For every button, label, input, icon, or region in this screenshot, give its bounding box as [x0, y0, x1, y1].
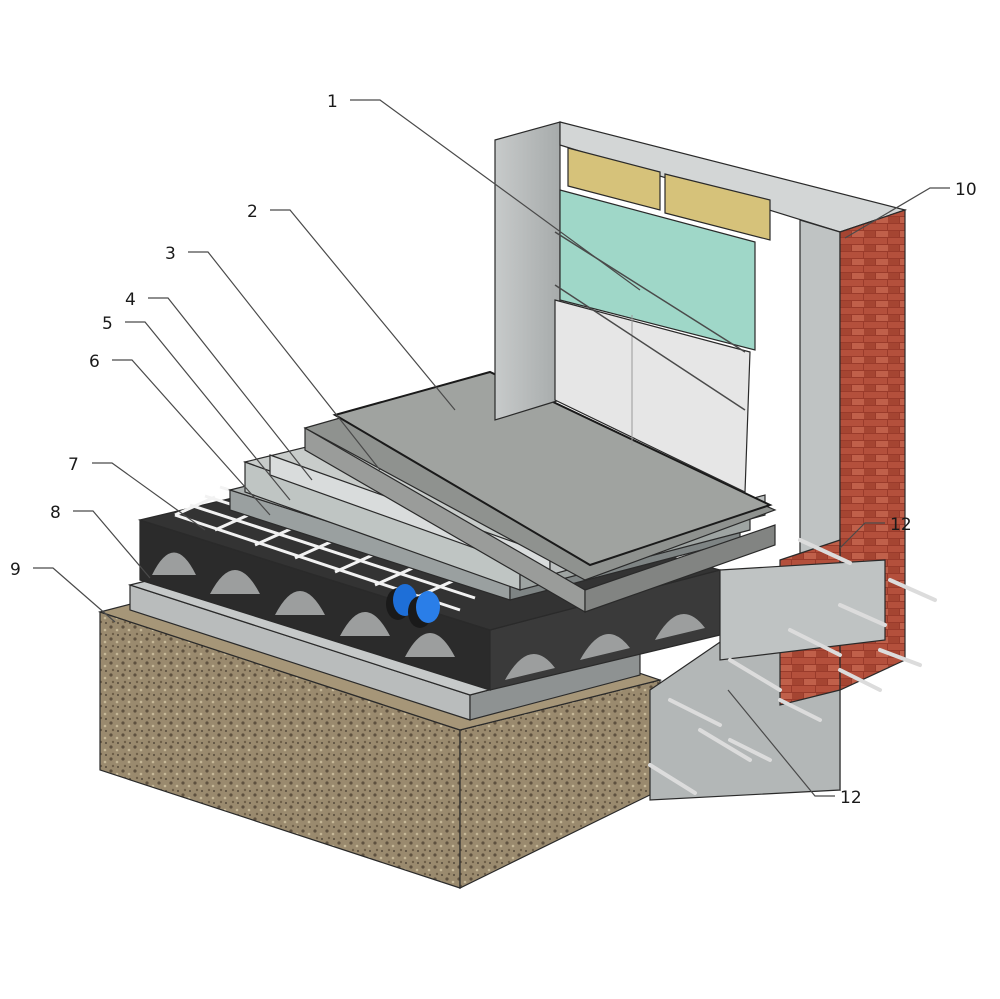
callout-12-upper: 12: [890, 515, 912, 535]
leader-lines: [33, 99, 950, 797]
callouts: 1 2 3 4 5 6 7 8 9 10 12 12: [10, 92, 977, 808]
callout-6: 6: [89, 352, 100, 372]
callout-2: 2: [247, 202, 258, 222]
floor-layers: [227, 370, 777, 614]
callout-1: 1: [327, 92, 338, 112]
callout-4: 4: [125, 290, 136, 310]
callout-9: 9: [10, 560, 21, 580]
wall-ties: [648, 538, 937, 795]
wall-assembly: [494, 121, 908, 801]
callout-10: 10: [955, 180, 977, 200]
callout-12-lower: 12: [840, 788, 862, 808]
callout-7: 7: [68, 455, 79, 475]
callout-5: 5: [102, 314, 113, 334]
callout-8: 8: [50, 503, 61, 523]
heating-pipe-coil: [386, 584, 440, 628]
callout-3: 3: [165, 244, 176, 264]
